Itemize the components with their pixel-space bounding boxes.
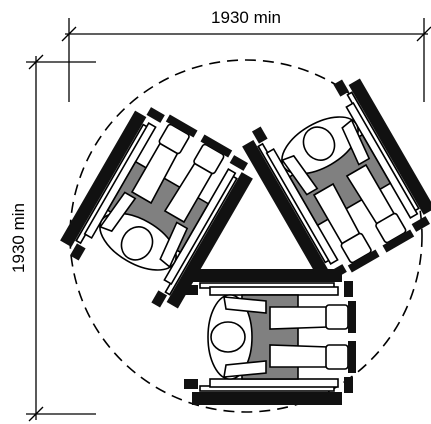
horizontal-tick-left <box>61 26 77 42</box>
wheelchair-bottom <box>183 268 357 406</box>
wheelchair-right <box>237 70 431 290</box>
turning-circle <box>69 59 423 413</box>
horizontal-dimension <box>61 18 431 102</box>
vertical-dimension-label: 1930 min <box>9 203 28 273</box>
vertical-tick-bottom <box>28 406 44 422</box>
horizontal-dimension-label: 1930 min <box>211 8 281 27</box>
vertical-dimension <box>26 54 96 422</box>
horizontal-tick-right <box>416 26 431 42</box>
vertical-tick-top <box>28 54 44 70</box>
